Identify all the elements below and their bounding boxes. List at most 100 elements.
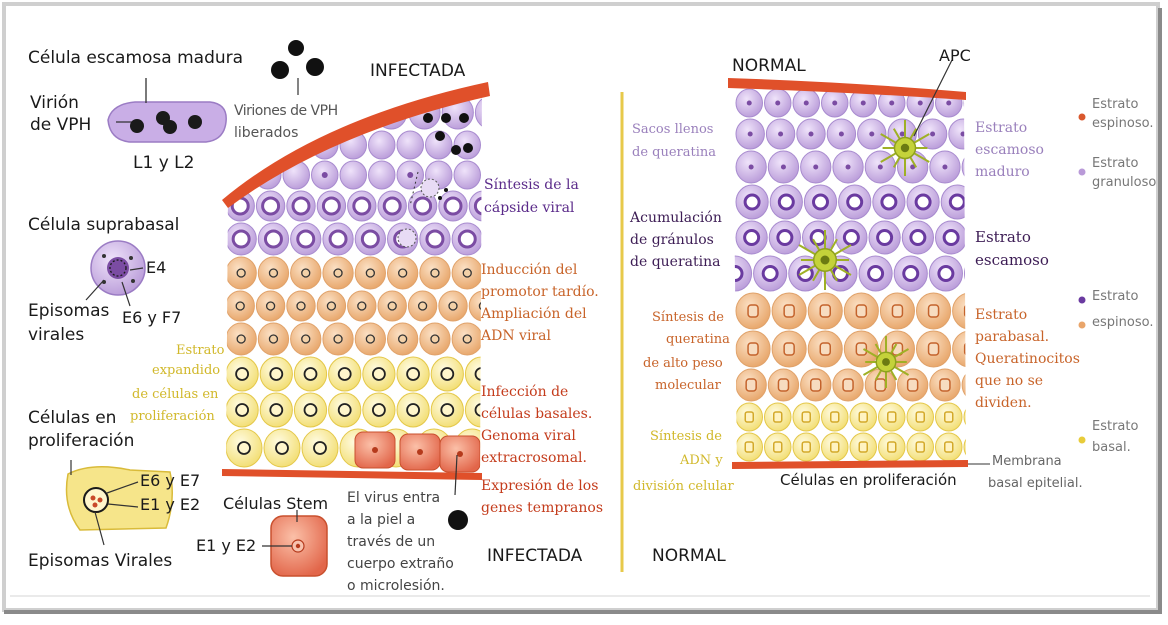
label-escamoso-maduro-2: escamoso [975, 142, 1044, 158]
cell-nucleus [784, 305, 794, 317]
cell-nucleus [844, 231, 858, 245]
cell-nucleus [779, 195, 793, 209]
cell-nucleus [811, 231, 825, 245]
label-l1-l2: L1 y L2 [133, 154, 194, 174]
cell-nucleus [861, 101, 866, 106]
cell-nucleus [407, 368, 419, 380]
cell-nucleus [916, 195, 930, 209]
cell-nucleus [463, 269, 471, 277]
cell-nucleus [270, 368, 282, 380]
cell-nucleus [354, 198, 370, 214]
cell-nucleus [908, 379, 918, 391]
cell-nucleus [373, 368, 385, 380]
label-e4: E4 [146, 259, 166, 277]
label-infeccion-1: Infección de [481, 384, 568, 400]
label-sintesis-q-3: de alto peso [643, 357, 723, 372]
cell-nucleus [869, 132, 874, 137]
cell-nucleus [476, 368, 488, 380]
label-sintesis-q-4: molecular [655, 379, 721, 394]
label-induccion-2: promotor tardío. [481, 284, 599, 300]
cell-nucleus [267, 302, 275, 310]
cell-nucleus [820, 305, 830, 317]
apc-nucleus [821, 256, 830, 265]
cell-nucleus [961, 132, 966, 137]
label-e6-e7: E6 y E7 [140, 472, 200, 490]
cell-nucleus [930, 132, 935, 137]
normal-epithelium [718, 89, 1000, 461]
legend-espinoso-2b: espinoso. [1092, 316, 1153, 331]
virion [459, 113, 469, 123]
cell-nucleus [888, 442, 896, 452]
capsid-assembly [398, 229, 416, 247]
cell-nucleus [334, 335, 342, 343]
label-virus-3: través de un [347, 534, 435, 550]
cell-nucleus [441, 368, 453, 380]
cell-nucleus [745, 231, 759, 245]
label-sintesis-adn-3: división celular [633, 480, 734, 495]
label-escamoso-2: escamoso [975, 252, 1049, 269]
cell-nucleus [900, 132, 905, 137]
cell-nucleus [811, 379, 821, 391]
released-virions-icon [271, 40, 324, 95]
cell-nucleus [748, 132, 753, 137]
cell-nucleus [748, 305, 758, 317]
cell-nucleus [945, 412, 953, 422]
cell-nucleus [388, 302, 396, 310]
stem-cell-icon [262, 510, 327, 576]
cell-nucleus [339, 368, 351, 380]
cell-nucleus [492, 231, 508, 247]
cell-nucleus [809, 132, 814, 137]
cell-nucleus [929, 343, 939, 355]
label-sacos-2: de queratina [632, 146, 716, 161]
cell-nucleus [327, 302, 335, 310]
apc-nucleus [882, 358, 890, 366]
label-escamoso-1: Estrato [975, 229, 1031, 246]
label-proliferacion: proliferación [28, 432, 134, 452]
cell-nucleus [784, 343, 794, 355]
label-membrana-1: Membrana [992, 455, 1062, 470]
label-induccion-1: Inducción del [481, 262, 577, 278]
foreign-body-virus-icon [448, 510, 468, 530]
cell-nucleus [749, 165, 754, 170]
cell-nucleus [323, 198, 339, 214]
title-normal-top: NORMAL [732, 57, 806, 77]
cell-nucleus [839, 132, 844, 137]
label-sacos-1: Sacos llenos [632, 123, 713, 138]
cell-nucleus [427, 231, 443, 247]
infected-squamous-cell [483, 131, 510, 159]
cell-nucleus [270, 404, 282, 416]
label-estrato-1: Estrato [176, 344, 224, 359]
label-membrana-2: basal epitelial. [988, 477, 1083, 492]
cell-nucleus [778, 231, 792, 245]
cell-nucleus [265, 231, 281, 247]
cell-nucleus [358, 302, 366, 310]
legend-espinoso-1b: espinoso. [1092, 117, 1153, 132]
cell-nucleus [305, 368, 317, 380]
label-infeccion-2: células basales. [481, 406, 592, 422]
cell-nucleus [831, 412, 839, 422]
title-normal-bottom: NORMAL [652, 547, 726, 567]
infected-squamous-cell [397, 131, 424, 159]
cell-nucleus [939, 267, 953, 281]
virion [423, 113, 433, 123]
cell-nucleus [888, 412, 896, 422]
label-sintesis-adn-1: Síntesis de [650, 430, 722, 445]
cell-nucleus [362, 231, 378, 247]
label-parabasal-5: dividen. [975, 395, 1032, 411]
label-virales: virales [28, 326, 84, 346]
virion [463, 143, 473, 153]
infected-squamous-cell [369, 161, 396, 189]
cell-nucleus [298, 231, 314, 247]
cell-nucleus [237, 269, 245, 277]
cell-nucleus [875, 379, 885, 391]
normal-basal-membrane [732, 460, 990, 469]
cell-nucleus [431, 335, 439, 343]
cell-nucleus [973, 412, 981, 422]
cell-nucleus [463, 335, 471, 343]
cell-nucleus [940, 379, 950, 391]
infected-squamous-cell [369, 131, 396, 159]
cell-nucleus [918, 101, 923, 106]
label-virion: Virión [30, 94, 79, 114]
cell-nucleus [965, 343, 975, 355]
cell-nucleus [407, 172, 413, 178]
